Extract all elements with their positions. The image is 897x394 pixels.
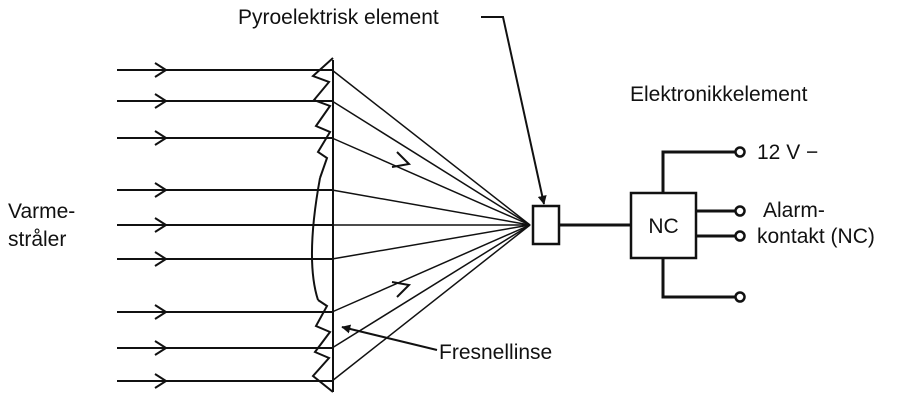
fresnel-leader-line xyxy=(341,324,438,351)
lens-curved-face xyxy=(311,177,321,301)
ray-arrow-icon xyxy=(154,304,168,320)
ray-arrow-icon xyxy=(391,281,412,298)
converging-ray xyxy=(331,224,531,349)
incoming-ray-arrows xyxy=(154,62,168,389)
heat-label-line1: Varme- xyxy=(8,200,75,223)
electronics-label: Elektronikkelement xyxy=(630,83,808,106)
voltage-label: 12 V − xyxy=(757,141,818,164)
ray-arrow-icon xyxy=(154,93,168,109)
lens-serrated-edge-top xyxy=(311,57,334,179)
ray-arrow-icon xyxy=(391,151,412,168)
ray-arrow-icon xyxy=(154,251,168,267)
alarm-terminal-2 xyxy=(734,230,746,242)
pyro-leader-line xyxy=(481,16,547,205)
ground-wire xyxy=(661,258,735,299)
pyro-label: Pyroelektrisk element xyxy=(238,6,439,29)
pyroelectric-element xyxy=(531,204,561,246)
fresnel-lens xyxy=(311,57,334,393)
converging-ray xyxy=(331,100,531,226)
incoming-rays xyxy=(117,69,332,382)
converging-ray xyxy=(331,137,531,226)
ray-arrow-icon xyxy=(154,62,168,78)
supply-terminal xyxy=(734,146,746,158)
converging-rays xyxy=(331,69,531,382)
heat-label-line2: stråler xyxy=(8,228,66,251)
ray-arrow-icon xyxy=(154,340,168,356)
nc-box xyxy=(629,191,698,260)
supply-wire xyxy=(661,150,735,193)
alarm-terminal-1 xyxy=(734,205,746,217)
ground-terminal xyxy=(734,291,746,303)
ray-arrow-icon xyxy=(154,182,168,198)
converging-ray xyxy=(331,189,531,226)
converging-ray-arrows xyxy=(391,151,412,298)
alarm-label-line1: Alarm- xyxy=(763,199,825,222)
converging-ray xyxy=(331,224,531,260)
ray-arrow-icon xyxy=(154,130,168,146)
converging-ray xyxy=(331,224,531,313)
lens-serrated-edge-bottom xyxy=(311,299,334,393)
ray-arrow-icon xyxy=(154,373,168,389)
alarm-label-line2: kontakt (NC) xyxy=(757,225,875,248)
fresnel-label: Fresnellinse xyxy=(439,341,552,364)
converging-ray xyxy=(331,224,531,382)
ray-arrow-icon xyxy=(154,217,168,233)
nc-label: NC xyxy=(648,215,678,238)
converging-ray xyxy=(331,69,531,226)
